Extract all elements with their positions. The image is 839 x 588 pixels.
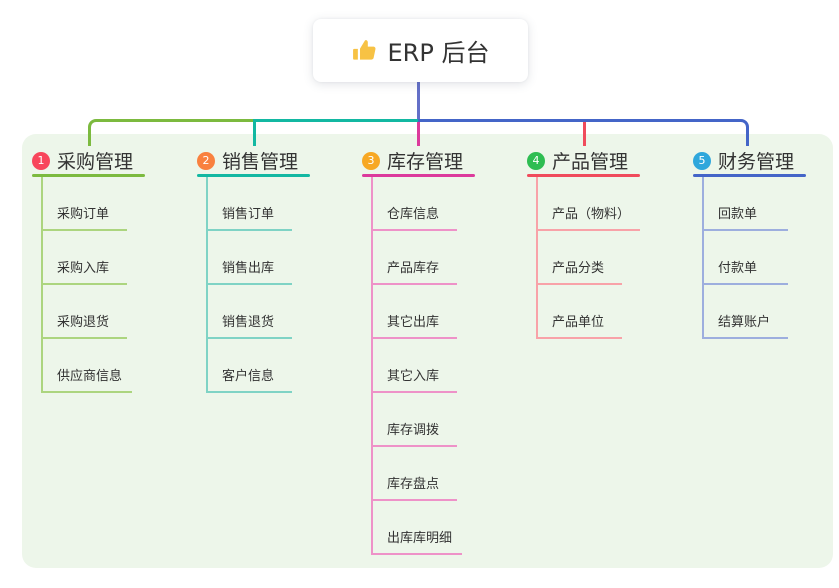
branch-number-badge: 4 bbox=[527, 151, 545, 170]
root-title: ERP 后台 bbox=[387, 39, 490, 67]
branch-label-2[interactable]: 2 销售管理 bbox=[197, 147, 310, 174]
branch-number-badge: 3 bbox=[362, 151, 380, 170]
sub-item-label: 出库库明细 bbox=[387, 531, 453, 546]
sub-item[interactable]: 结算账户 bbox=[704, 285, 788, 339]
sub-item[interactable]: 采购退货 bbox=[43, 285, 127, 339]
branch-subtree: 采购订单采购入库采购退货供应商信息 bbox=[41, 177, 145, 393]
sub-item-label: 仓库信息 bbox=[387, 207, 440, 222]
branch-label-5[interactable]: 5 财务管理 bbox=[693, 147, 806, 174]
sub-item-label: 销售退货 bbox=[222, 315, 275, 330]
sub-item[interactable]: 销售订单 bbox=[208, 177, 292, 231]
sub-item-label: 库存盘点 bbox=[387, 477, 440, 492]
branch-number-badge: 5 bbox=[693, 151, 711, 170]
branch-underline bbox=[527, 174, 640, 177]
sub-item[interactable]: 付款单 bbox=[704, 231, 788, 285]
sub-item-label: 产品（物料） bbox=[552, 207, 631, 222]
branch-title: 财务管理 bbox=[718, 151, 795, 173]
branch-subtree: 销售订单销售出库销售退货客户信息 bbox=[206, 177, 310, 393]
sub-item[interactable]: 产品分类 bbox=[538, 231, 622, 285]
branch-1: 1 采购管理采购订单采购入库采购退货供应商信息 bbox=[32, 147, 145, 393]
sub-item-label: 客户信息 bbox=[222, 369, 275, 384]
sub-item[interactable]: 销售出库 bbox=[208, 231, 292, 285]
root-drop-line bbox=[417, 80, 420, 119]
sub-item[interactable]: 仓库信息 bbox=[373, 177, 457, 231]
root-node[interactable]: ERP 后台 bbox=[313, 19, 528, 82]
branch-subtree: 回款单付款单结算账户 bbox=[702, 177, 806, 339]
branch-number-badge: 2 bbox=[197, 151, 215, 170]
branch-title: 产品管理 bbox=[552, 151, 629, 173]
branch-title: 销售管理 bbox=[222, 151, 299, 173]
sub-item[interactable]: 产品单位 bbox=[538, 285, 622, 339]
sub-item-label: 付款单 bbox=[718, 261, 758, 276]
sub-item[interactable]: 产品（物料） bbox=[538, 177, 641, 231]
branch-4: 4 产品管理产品（物料） 产品分类产品单位 bbox=[527, 147, 641, 339]
branch-label-3[interactable]: 3 库存管理 bbox=[362, 147, 475, 174]
branch-underline bbox=[197, 174, 310, 177]
sub-item[interactable]: 出库库明细 bbox=[373, 501, 463, 555]
sub-item[interactable]: 库存调拨 bbox=[373, 393, 457, 447]
sub-item-label: 采购退货 bbox=[57, 315, 110, 330]
branch-3: 3 库存管理仓库信息产品库存其它出库其它入库库存调拨库存盘点出库库明细 bbox=[362, 147, 475, 555]
sub-item-label: 产品库存 bbox=[387, 261, 440, 276]
thumbs-up-icon bbox=[352, 39, 376, 60]
branch-subtree: 仓库信息产品库存其它出库其它入库库存调拨库存盘点出库库明细 bbox=[371, 177, 475, 555]
sub-item-label: 结算账户 bbox=[718, 315, 771, 330]
branch-label-4[interactable]: 4 产品管理 bbox=[527, 147, 640, 174]
branch-underline bbox=[32, 174, 145, 177]
sub-item-label: 回款单 bbox=[718, 207, 758, 222]
sub-item[interactable]: 其它出库 bbox=[373, 285, 457, 339]
sub-item-label: 其它出库 bbox=[387, 315, 440, 330]
sub-item[interactable]: 销售退货 bbox=[208, 285, 292, 339]
branches-panel bbox=[22, 134, 833, 568]
sub-item[interactable]: 采购入库 bbox=[43, 231, 127, 285]
sub-item[interactable]: 产品库存 bbox=[373, 231, 457, 285]
sub-item-label: 其它入库 bbox=[387, 369, 440, 384]
branch-title: 库存管理 bbox=[387, 151, 464, 173]
branch-underline bbox=[362, 174, 475, 177]
branch-subtree: 产品（物料） 产品分类产品单位 bbox=[536, 177, 641, 339]
sub-item-label: 供应商信息 bbox=[57, 369, 123, 384]
branch-number-badge: 1 bbox=[32, 151, 50, 170]
branch-label-1[interactable]: 1 采购管理 bbox=[32, 147, 145, 174]
branch-2: 2 销售管理销售订单销售出库销售退货客户信息 bbox=[197, 147, 310, 393]
sub-item[interactable]: 供应商信息 bbox=[43, 339, 133, 393]
sub-item[interactable]: 客户信息 bbox=[208, 339, 292, 393]
sub-item-label: 销售订单 bbox=[222, 207, 275, 222]
sub-item[interactable]: 其它入库 bbox=[373, 339, 457, 393]
sub-item-label: 产品单位 bbox=[552, 315, 605, 330]
branch-title: 采购管理 bbox=[57, 151, 134, 173]
sub-item[interactable]: 库存盘点 bbox=[373, 447, 457, 501]
sub-item-label: 库存调拨 bbox=[387, 423, 440, 438]
branch-5: 5 财务管理回款单付款单结算账户 bbox=[693, 147, 806, 339]
sub-item[interactable]: 回款单 bbox=[704, 177, 788, 231]
sub-item-label: 销售出库 bbox=[222, 261, 275, 276]
branch-underline bbox=[693, 174, 806, 177]
sub-item-label: 产品分类 bbox=[552, 261, 605, 276]
sub-item-label: 采购入库 bbox=[57, 261, 110, 276]
sub-item[interactable]: 采购订单 bbox=[43, 177, 127, 231]
sub-item-label: 采购订单 bbox=[57, 207, 110, 222]
